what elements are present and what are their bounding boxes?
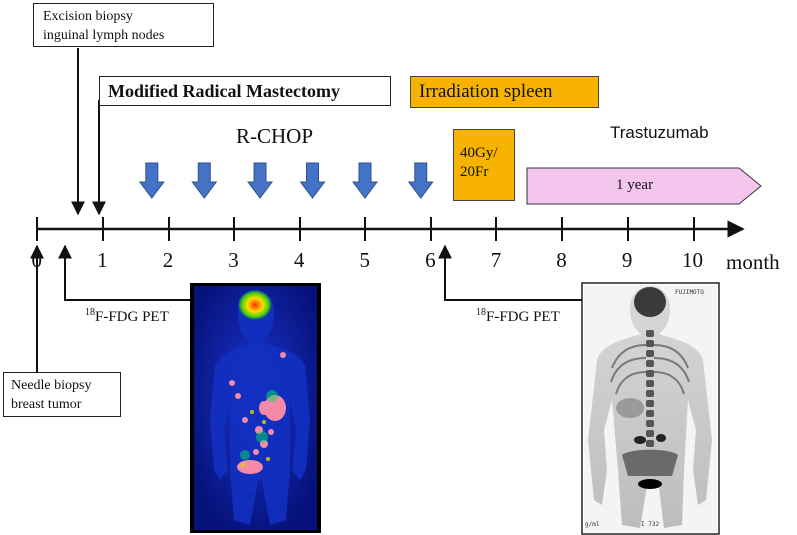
needle-biopsy-label: Needle biopsy breast tumor: [11, 378, 92, 412]
pet-scan-left-image: [190, 283, 321, 533]
tick-label-9: 9: [621, 248, 633, 272]
trastuzumab-duration-label: 1 year: [616, 177, 654, 193]
pet-right-bottom-right: I 732: [641, 521, 660, 528]
dose-box: 40Gy/ 20Fr: [453, 129, 515, 201]
trastuzumab-label: Trastuzumab: [610, 123, 709, 142]
axis-ticks: [36, 217, 695, 241]
pet-right-bottom-left: g/ml: [585, 521, 600, 528]
pet-right-label: 18F-FDG PET: [476, 307, 560, 326]
rchop-cycle-arrow-2: [191, 162, 218, 199]
axis-unit-label: month: [726, 250, 780, 274]
rchop-label: R-CHOP: [236, 124, 314, 148]
rchop-cycle-arrow-6: [407, 162, 434, 199]
pet-right-text: F-FDG PET: [486, 309, 560, 325]
dose-label: 40Gy/ 20Fr: [460, 145, 498, 180]
pet-left-text: F-FDG PET: [95, 309, 169, 325]
rchop-cycle-arrow-3: [247, 162, 274, 199]
mastectomy-label: Modified Radical Mastectomy: [108, 81, 340, 101]
irradiation-label: Irradiation spleen: [419, 81, 553, 102]
excision-biopsy-box: Excision biopsy inguinal lymph nodes: [33, 3, 214, 47]
pet-right-connector: [438, 244, 582, 301]
tick-label-1: 1: [97, 248, 108, 272]
irradiation-box: Irradiation spleen: [410, 76, 599, 108]
tick-label-10: 10: [682, 248, 703, 272]
rchop-cycle-arrow-5: [352, 162, 378, 199]
tick-label-3: 3: [228, 248, 239, 272]
pet-left-label: 18F-FDG PET: [85, 307, 169, 326]
mastectomy-box: Modified Radical Mastectomy: [99, 76, 391, 106]
tick-label-7: 7: [490, 248, 502, 272]
rchop-cycle-arrow-4: [299, 162, 326, 199]
excision-biopsy-label: Excision biopsy inguinal lymph nodes: [43, 9, 165, 43]
tick-label-8: 8: [556, 248, 567, 272]
pet-left-isotope: 18: [85, 307, 95, 318]
tick-label-6: 6: [425, 248, 436, 272]
tick-label-2: 2: [162, 248, 174, 272]
pet-scan-right-image: [581, 282, 720, 535]
tick-label-5: 5: [359, 248, 371, 272]
needle-biopsy-box: Needle biopsy breast tumor: [3, 372, 121, 417]
pet-right-isotope: 18: [476, 307, 486, 318]
rchop-cycle-arrows: [138, 162, 434, 199]
tick-label-0: 0: [31, 248, 43, 272]
rchop-cycle-arrow-1: [138, 162, 165, 199]
pet-left-connector: [58, 244, 190, 301]
pet-right-top-label: FUJIMOTO: [675, 289, 704, 296]
trastuzumab-bar: [526, 167, 762, 205]
tick-label-4: 4: [293, 248, 305, 272]
